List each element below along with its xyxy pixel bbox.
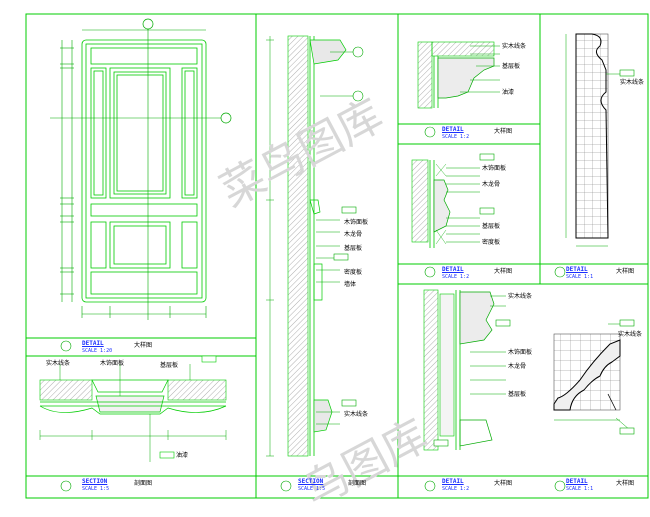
detail-bottom: [423, 289, 511, 492]
drawing-sheet: [25, 13, 649, 499]
callout-bottom-finish: 实木线条: [508, 293, 533, 300]
profile-bottom-title: DETAIL: [566, 478, 588, 485]
callout-wall-base: 基层板: [344, 245, 363, 252]
profile-bottom-subtitle: SCALE 1:1: [566, 486, 594, 492]
plan-section-title: SECTION: [82, 478, 108, 485]
detail-bottom-subtitle: SCALE 1:2: [442, 486, 470, 492]
callout-wall-board: 木饰面板: [344, 219, 369, 226]
title-markers: [60, 340, 292, 492]
detail-top-title: DETAIL: [442, 126, 464, 133]
plan-section-scale: 剖面图: [134, 480, 153, 487]
detail-mid: [411, 153, 495, 278]
callout-mid-board: 木饰面板: [482, 165, 507, 172]
callout-wood-finish: 实木线条: [46, 360, 71, 367]
wall-section-subtitle: SCALE 1:5: [298, 486, 326, 492]
profile-top: [554, 33, 635, 278]
callout-mid-wood: 木龙骨: [482, 181, 501, 188]
detail-bottom-title: DETAIL: [442, 478, 464, 485]
plan-section: [39, 355, 227, 462]
profile-bottom: [553, 319, 635, 492]
elevation-title: DETAIL: [82, 340, 104, 347]
callout-bottom-board: 木饰面板: [508, 349, 533, 356]
callout-wall-finish: 实木线条: [344, 411, 369, 418]
callout-profile-bottom: 实木线条: [618, 331, 643, 338]
callout-wall-wall: 墙体: [344, 281, 357, 288]
callout-wall-mdf: 密度板: [344, 269, 363, 276]
wall-section-title: SECTION: [298, 478, 324, 485]
sheet-frame: [25, 13, 649, 499]
callout-top-paint: 油漆: [502, 89, 515, 96]
wall-section-scale: 剖面图: [348, 480, 367, 487]
plan-section-subtitle: SCALE 1:5: [82, 486, 110, 492]
wall-section: [266, 35, 364, 457]
callout-top-finish: 实木线条: [502, 43, 527, 50]
callout-profile-top: 实木线条: [620, 79, 645, 86]
elevation-dimensions: [50, 22, 222, 320]
elevation-scale: 大样图: [134, 342, 153, 349]
callout-bottom-wood: 木龙骨: [508, 363, 527, 370]
elevation-section-markers: [142, 18, 232, 124]
detail-mid-scale: 大样图: [494, 268, 513, 275]
profile-top-scale: 大样图: [616, 268, 635, 275]
detail-mid-subtitle: SCALE 1:2: [442, 274, 470, 280]
callout-top-base: 基层板: [502, 63, 521, 70]
elevation-subtitle: SCALE 1:20: [82, 348, 113, 354]
callout-paint: 油漆: [176, 452, 189, 459]
detail-mid-title: DETAIL: [442, 266, 464, 273]
callout-bottom-base: 基层板: [508, 391, 527, 398]
detail-top-cornice: [417, 41, 500, 138]
profile-top-title: DETAIL: [566, 266, 588, 273]
door-elevation: [81, 39, 207, 303]
callout-base: 基层板: [160, 362, 179, 369]
detail-top-subtitle: SCALE 1:2: [442, 134, 470, 140]
profile-bottom-scale: 大样图: [616, 480, 635, 487]
profile-top-subtitle: SCALE 1:1: [566, 274, 594, 280]
callout-mid-mdf: 密度板: [482, 239, 501, 246]
callout-board: 木饰面板: [100, 360, 125, 367]
detail-top-scale: 大样图: [494, 128, 513, 135]
callout-mid-base: 基层板: [482, 223, 501, 230]
callout-wall-wood: 木龙骨: [344, 231, 363, 238]
detail-bottom-scale: 大样图: [494, 480, 513, 487]
